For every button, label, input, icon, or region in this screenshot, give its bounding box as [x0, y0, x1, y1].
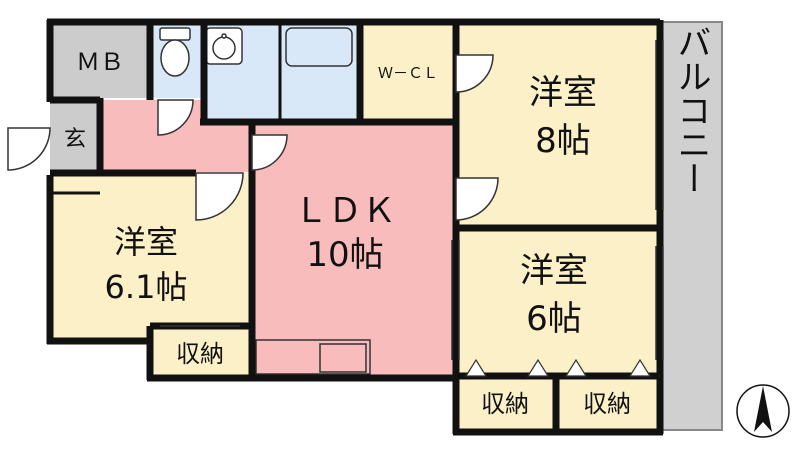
ldk-room: [252, 122, 456, 376]
storage-bottom-2-label: 収納: [583, 390, 631, 418]
mb-label: ＭＢ: [76, 48, 124, 76]
western-mid-right-label: 洋室: [520, 251, 588, 291]
thin-walls: [50, 22, 282, 195]
western-top-right-label: 洋室: [529, 73, 597, 113]
toilet-icon: [159, 27, 191, 77]
walk-in-closet: [360, 22, 456, 122]
closet-doors: [464, 358, 652, 377]
ldk-label: ＬＤＫ: [294, 191, 396, 231]
storage-left: [150, 326, 250, 376]
doors: [7, 54, 499, 221]
storage-bottom-1-label: 収納: [481, 390, 529, 418]
mb-closet: [50, 22, 150, 98]
western-left-size: 6.1帖: [105, 268, 188, 306]
entrance-label: 玄: [64, 127, 86, 152]
storage-bottom-1: [456, 376, 556, 432]
storage-bottom-2: [556, 376, 660, 432]
ldk-size: 10帖: [306, 235, 383, 275]
wcl-label: Ｗ－ＣＬ: [378, 64, 438, 82]
balcony: [659, 21, 723, 431]
storage-left-label: 収納: [176, 340, 224, 368]
balcony-label: バルコニー: [671, 25, 711, 195]
walls: [46, 18, 664, 436]
windows: [160, 40, 664, 360]
kitchen-sink: [319, 343, 367, 373]
western-top-right-size: 8帖: [535, 121, 591, 161]
entrance-area: [50, 100, 100, 176]
north-arrow-icon: [736, 384, 790, 438]
bathtub-icon: [285, 27, 353, 67]
western-room-mid-right: [456, 228, 660, 376]
western-left-label: 洋室: [114, 223, 178, 261]
washbasin-icon: [205, 27, 243, 65]
western-mid-right-size: 6帖: [526, 299, 582, 339]
